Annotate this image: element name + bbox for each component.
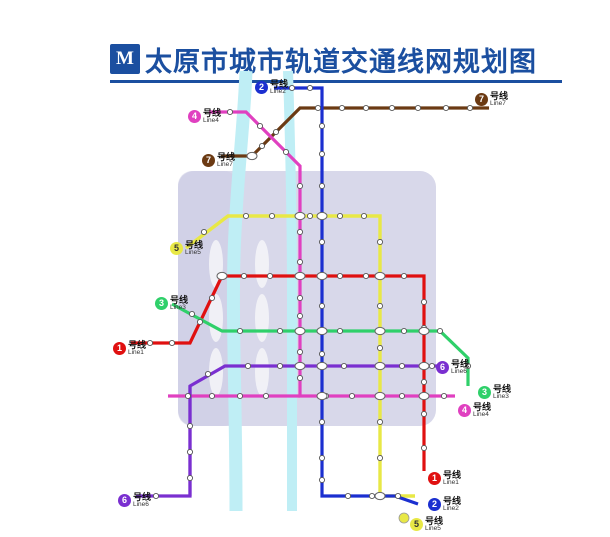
- line-label-cn: 号线: [490, 91, 509, 101]
- line-label-en: Line7: [490, 100, 506, 108]
- line-label-en: Line4: [473, 411, 489, 419]
- line-badge-l5-left: 5: [170, 242, 183, 255]
- line-badge-l3-left: 3: [155, 297, 168, 310]
- line-label-cn: 号线: [493, 384, 512, 394]
- title-underline: [110, 80, 562, 83]
- line-label-en: Line4: [203, 117, 219, 125]
- line-label-cn: 号线: [443, 496, 462, 506]
- line-label-cn: 号线: [425, 516, 444, 526]
- page-title: 太原市城市轨道交通线网规划图: [145, 47, 537, 78]
- line-badge-l6-right: 6: [436, 361, 449, 374]
- line-label-en: Line5: [425, 525, 441, 533]
- line-label-en: Line6: [451, 368, 467, 376]
- line-badge-l7-left: 7: [202, 154, 215, 167]
- line-badge-l7-top: 7: [475, 93, 488, 106]
- line-badge-l1-left: 1: [113, 342, 126, 355]
- line-badge-l5-bottom: 5: [410, 518, 423, 531]
- line-badge-l4-right: 4: [458, 404, 471, 417]
- line-badge-l1-bottom: 1: [428, 472, 441, 485]
- line-label-en: Line1: [128, 349, 144, 357]
- urban-area-block: [178, 171, 436, 426]
- line-label-cn: 号线: [443, 470, 462, 480]
- line-label-en: Line3: [170, 304, 186, 312]
- line-badge-l6-bottom: 6: [118, 494, 131, 507]
- line-label-cn: 号线: [170, 295, 189, 305]
- line-label-cn: 号线: [185, 240, 204, 250]
- line-label-en: Line1: [443, 479, 459, 487]
- line-label-cn: 号线: [451, 359, 470, 369]
- line-label-cn: 号线: [473, 402, 492, 412]
- line-label-cn: 号线: [270, 79, 289, 89]
- metro-logo-glyph: M: [116, 48, 134, 69]
- taiyuan-metro-logo: M: [110, 44, 140, 74]
- line-label-en: Line7: [217, 161, 233, 169]
- line-label-en: Line2: [443, 505, 459, 513]
- line-badge-l2-top: 2: [255, 81, 268, 94]
- line-label-en: Line5: [185, 249, 201, 257]
- line-label-en: Line6: [133, 501, 149, 509]
- line-badge-l3-right: 3: [478, 386, 491, 399]
- line-badge-l4-topleft: 4: [188, 110, 201, 123]
- line-2-path: [274, 86, 419, 506]
- map-canvas: [131, 70, 489, 524]
- river: [226, 70, 253, 512]
- line-5-terminal: [398, 512, 410, 524]
- line-label-cn: 号线: [217, 152, 236, 162]
- page-header: M 太原市城市轨道交通线网规划图: [0, 18, 610, 83]
- line-badge-l2-bottom: 2: [428, 498, 441, 511]
- line-label-cn: 号线: [203, 108, 222, 118]
- line-label-en: Line3: [493, 393, 509, 401]
- line-label-en: Line2: [270, 88, 286, 96]
- line-label-cn: 号线: [128, 340, 147, 350]
- line-label-cn: 号线: [133, 492, 152, 502]
- transfer-station-icon: [216, 151, 430, 501]
